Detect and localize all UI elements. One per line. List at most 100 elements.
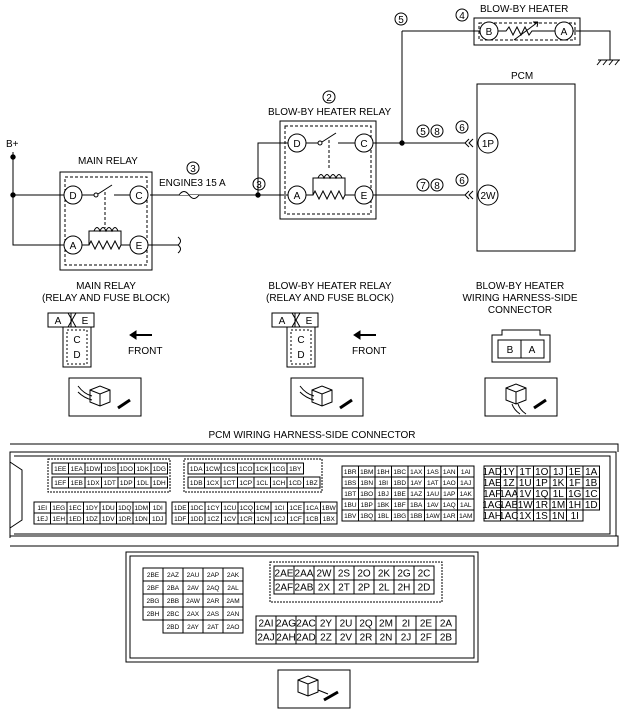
connector-pin: 1AN bbox=[440, 465, 458, 478]
svg-text:B: B bbox=[507, 345, 514, 356]
pcm-connector-1-housing bbox=[9, 443, 619, 547]
pin-label: 1BI bbox=[378, 480, 388, 487]
circle-number: 6 bbox=[455, 173, 469, 187]
connector-pin: 2G bbox=[393, 565, 415, 581]
pin-label: 2C bbox=[418, 569, 431, 580]
connector-pin: 1U bbox=[516, 476, 534, 489]
pin-label: 1CU bbox=[223, 505, 236, 512]
pin-label: 1DY bbox=[85, 505, 98, 512]
connector-pin: 1CS bbox=[220, 462, 238, 475]
connector-pin: 1BN bbox=[358, 476, 376, 489]
pin-label: 2BC bbox=[167, 611, 180, 618]
connector-pin: 1C bbox=[582, 487, 600, 500]
pin-label: 1BE bbox=[394, 491, 407, 498]
connector-pin: 2O bbox=[353, 565, 375, 581]
pin-label: 2U bbox=[340, 619, 353, 630]
connector-pin: 1K bbox=[549, 476, 567, 489]
connector-pin: 1BR bbox=[341, 465, 359, 478]
pin-label: 1DX bbox=[87, 480, 100, 487]
connector-pin: 2AK bbox=[222, 567, 244, 582]
connector-pin: 2W bbox=[313, 565, 335, 581]
connector-pin: 1DN bbox=[132, 512, 150, 525]
pin-label: 1EI bbox=[37, 505, 47, 512]
connector-pin: 2X bbox=[313, 579, 335, 595]
connector-pin: 1G bbox=[566, 487, 584, 500]
connector-pin: 1BL bbox=[374, 509, 392, 522]
svg-text:D: D bbox=[73, 350, 80, 361]
pin-label: 1BL bbox=[377, 513, 389, 520]
connector-pin: 1DO bbox=[117, 462, 135, 475]
connector-pin: 1AV bbox=[424, 498, 442, 511]
pin-label: 1EE bbox=[54, 466, 67, 473]
connector-pin: 2AL bbox=[222, 580, 244, 595]
pin-label: 1DJ bbox=[152, 516, 164, 523]
connector-pin: 1DY bbox=[83, 501, 101, 514]
connector-pin: 1BO bbox=[358, 487, 376, 500]
pin-label: 1BF bbox=[394, 502, 406, 509]
connector-pin: 2H bbox=[393, 579, 415, 595]
pin-label: 1I bbox=[571, 511, 579, 522]
connector-pin: 1AO bbox=[440, 476, 458, 489]
pin-label: 2X bbox=[318, 583, 331, 594]
connector-pin: 1CW bbox=[204, 462, 222, 475]
pin-label: 1BY bbox=[289, 466, 302, 473]
connector-pin: 1CG bbox=[270, 462, 288, 475]
connector-pin: 1EC bbox=[66, 501, 84, 514]
connector-pin: 1DZ bbox=[83, 512, 101, 525]
connector-pin: 1AM bbox=[457, 509, 475, 522]
connector-pin: 1DW bbox=[84, 462, 102, 475]
pin-label: 1AH bbox=[483, 511, 502, 522]
pin-label: 1CN bbox=[256, 516, 269, 523]
pin-label: 1L bbox=[553, 489, 565, 500]
pin-label: 1DH bbox=[153, 480, 166, 487]
pin-label: 2AL bbox=[227, 585, 239, 592]
pin-label: 1AY bbox=[410, 480, 422, 487]
pin-label: 2E bbox=[420, 619, 433, 630]
pin-label: 1CE bbox=[289, 505, 302, 512]
connector-pin: 1BA bbox=[407, 498, 425, 511]
connector-pin: 2AM bbox=[222, 593, 244, 608]
pin-label: 1AA bbox=[499, 489, 518, 500]
pin-label: 1DO bbox=[120, 466, 133, 473]
connector-pin: 2BE bbox=[142, 567, 164, 582]
pcm-terminal-1p bbox=[477, 132, 499, 154]
pin-label: 2D bbox=[418, 583, 431, 594]
connector-pin: 2AC bbox=[295, 615, 317, 631]
pin-label: 1BT bbox=[344, 491, 356, 498]
connector-pin: 1AK bbox=[457, 487, 475, 500]
connector-pin: 1CM bbox=[254, 501, 272, 514]
pin-label: 1EA bbox=[71, 466, 84, 473]
ground-icon bbox=[596, 59, 620, 66]
pin-label: 1AJ bbox=[460, 480, 471, 487]
relay-coil bbox=[317, 174, 343, 180]
pin-label: 1H bbox=[568, 500, 581, 511]
connector-pin: 1M bbox=[549, 498, 567, 511]
pin-label: 2T bbox=[338, 583, 350, 594]
pin-label: 1BQ bbox=[360, 513, 373, 520]
connector-pin: 1J bbox=[549, 465, 567, 478]
svg-text:8: 8 bbox=[434, 181, 440, 192]
pin-label: 2V bbox=[340, 633, 353, 644]
pin-label: 1BN bbox=[360, 480, 373, 487]
pin-label: 1AX bbox=[410, 469, 423, 476]
connector-pin: 1BJ bbox=[374, 487, 392, 500]
connector-pin: 1DQ bbox=[116, 501, 134, 514]
circle-number: 4 bbox=[455, 8, 469, 22]
connector-pin: 2AE bbox=[273, 565, 295, 581]
pin-label: 1F bbox=[569, 478, 581, 489]
connector-pin: 2BF bbox=[142, 580, 164, 595]
pin-label: 1AO bbox=[443, 480, 456, 487]
connector-pin: 2L bbox=[373, 579, 395, 595]
pin-label: 1EC bbox=[69, 505, 82, 512]
connector-pin: 2Z bbox=[315, 629, 337, 645]
svg-text:1P: 1P bbox=[482, 139, 495, 150]
connector-pin: 1EE bbox=[51, 462, 69, 475]
connector-pin: 2B bbox=[435, 629, 457, 645]
pin-label: 2AJ bbox=[257, 633, 274, 644]
pin-label: 2AB bbox=[295, 583, 314, 594]
svg-text:7: 7 bbox=[420, 181, 426, 192]
pin-label: 1DT bbox=[104, 480, 116, 487]
pin-label: 1DE bbox=[174, 505, 187, 512]
pin-label: 1AC bbox=[499, 511, 518, 522]
connector-pin: 2S bbox=[333, 565, 355, 581]
